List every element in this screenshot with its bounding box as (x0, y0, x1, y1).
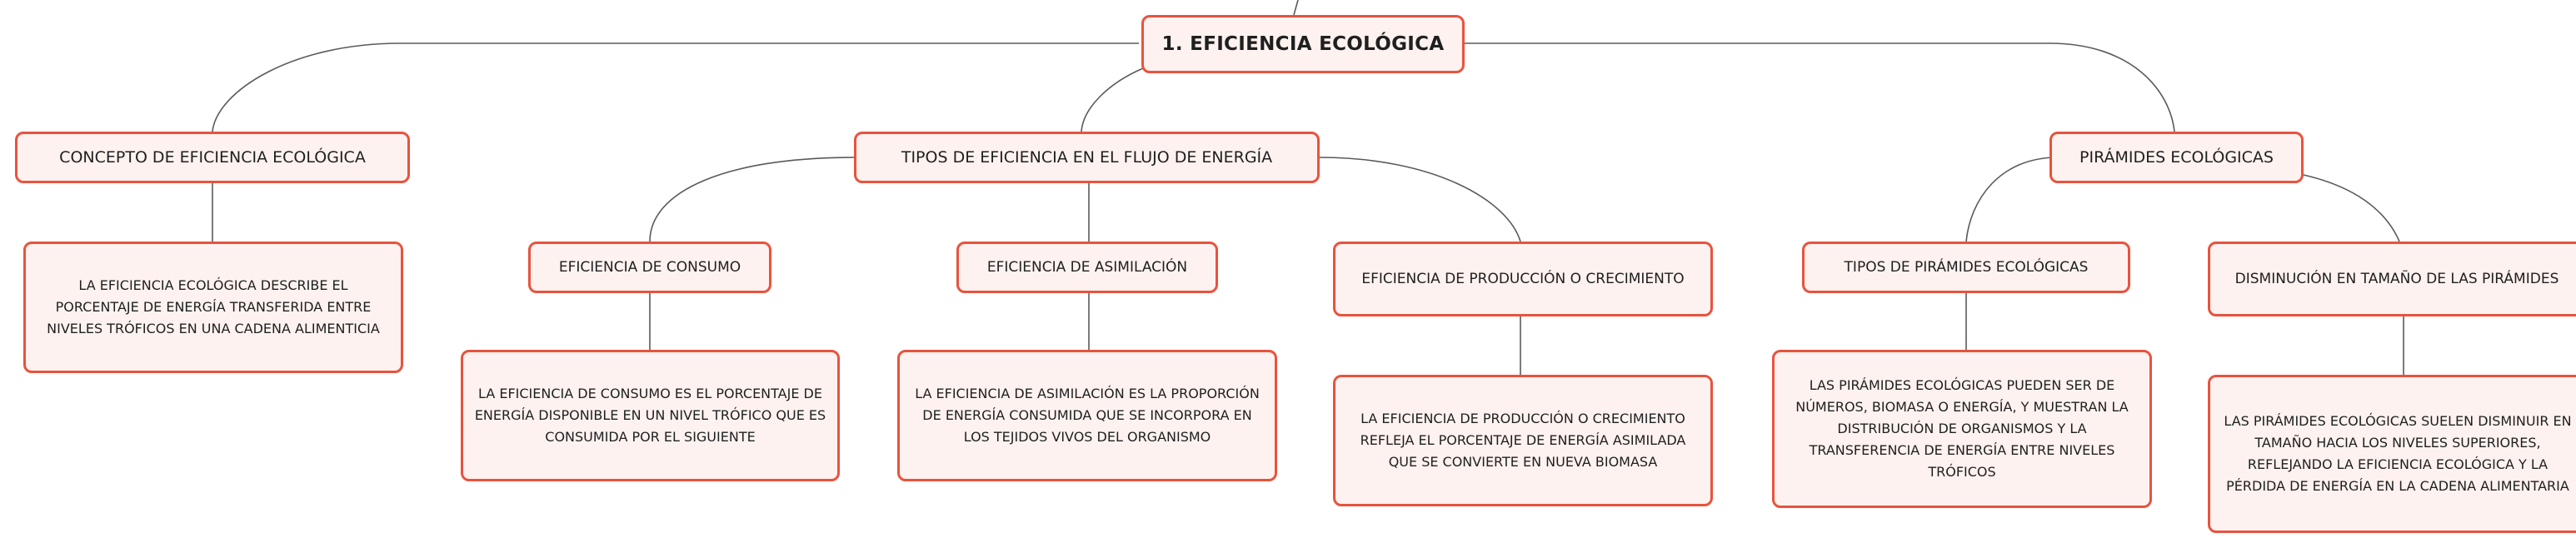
node-piramides[interactable]: PIRÁMIDES ECOLÓGICAS (2049, 132, 2304, 183)
connector-tipos-produccion (1319, 157, 1521, 242)
root-node[interactable]: 1. EFICIENCIA ECOLÓGICA (1141, 15, 1465, 73)
connector-tipos-consumo (649, 157, 855, 242)
connector-root-piramides (1454, 42, 2175, 132)
node-consumo-detail[interactable]: LA EFICIENCIA DE CONSUMO ES EL PORCENTAJ… (461, 350, 840, 481)
node-asimilacion[interactable]: EFICIENCIA DE ASIMILACIÓN (956, 242, 1218, 293)
node-concepto[interactable]: CONCEPTO DE EFICIENCIA ECOLÓGICA (15, 132, 410, 183)
connector-root-tipos (1081, 67, 1144, 132)
connector-piramides-tipos (1965, 157, 2059, 242)
node-disminucion[interactable]: DISMINUCIÓN EN TAMAÑO DE LAS PIRÁMIDES (2208, 242, 2576, 316)
node-tipos-piramides-detail[interactable]: LAS PIRÁMIDES ECOLÓGICAS PUEDEN SER DE N… (1772, 350, 2152, 508)
node-consumo[interactable]: EFICIENCIA DE CONSUMO (528, 242, 771, 293)
node-asimilacion-detail[interactable]: LA EFICIENCIA DE ASIMILACIÓN ES LA PROPO… (897, 350, 1277, 481)
node-produccion[interactable]: EFICIENCIA DE PRODUCCIÓN O CRECIMIENTO (1333, 242, 1713, 316)
node-produccion-detail[interactable]: LA EFICIENCIA DE PRODUCCIÓN O CRECIMIENT… (1333, 375, 1713, 506)
node-concepto-detail[interactable]: LA EFICIENCIA ECOLÓGICA DESCRIBE EL PORC… (23, 242, 403, 373)
connector-piramides-disminucion (2303, 174, 2400, 242)
node-tipos[interactable]: TIPOS DE EFICIENCIA EN EL FLUJO DE ENERG… (854, 132, 1320, 183)
node-disminucion-detail[interactable]: LAS PIRÁMIDES ECOLÓGICAS SUELEN DISMINUI… (2208, 375, 2576, 533)
node-tipos-piramides[interactable]: TIPOS DE PIRÁMIDES ECOLÓGICAS (1802, 242, 2130, 293)
connector-root-up (1293, 0, 1299, 16)
connector-root-concepto (212, 42, 1139, 132)
